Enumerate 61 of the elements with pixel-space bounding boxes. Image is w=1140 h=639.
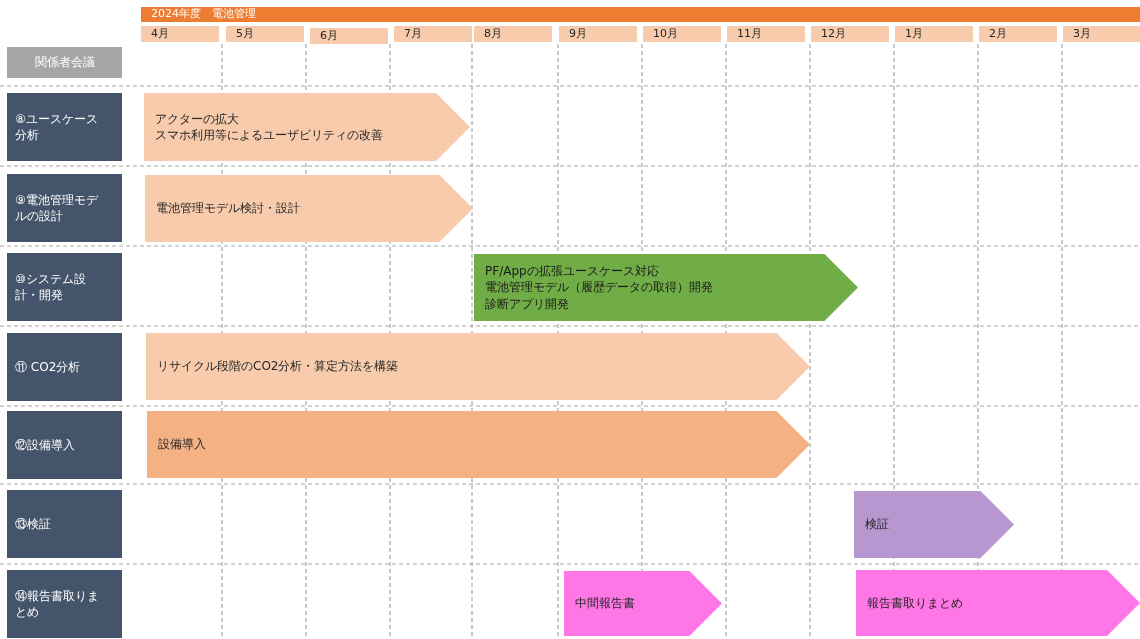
header-label: ⑪ CO2分析 xyxy=(15,358,81,376)
month-box xyxy=(979,26,1057,42)
row-header xyxy=(7,333,122,401)
task-label: PF/Appの拡張ユースケース対応 xyxy=(485,263,659,280)
task-bar xyxy=(145,175,473,242)
task-label: リサイクル段階のCO2分析・算定方法を構築 xyxy=(157,358,399,375)
month-label: 11月 xyxy=(737,26,762,42)
task-label: 中間報告書 xyxy=(575,595,635,612)
month-label: 5月 xyxy=(236,26,254,42)
header-label: ⑭報告書取りまとめ xyxy=(15,587,100,621)
meeting-label: 関係者会議 xyxy=(34,54,95,71)
month-label: 12月 xyxy=(821,26,846,42)
month-box xyxy=(474,26,552,42)
month-label: 9月 xyxy=(569,26,587,42)
month-label: 2月 xyxy=(989,26,1007,42)
header-label: ⑩システム設計・開発 xyxy=(15,270,87,304)
month-label: 6月 xyxy=(320,28,338,44)
meeting-box xyxy=(7,47,122,78)
task-bar xyxy=(564,571,722,636)
header-label: ⑨電池管理モデルの設計 xyxy=(15,191,99,225)
header-label: ⑬検証 xyxy=(15,515,51,533)
header-label: ⑫設備導入 xyxy=(15,436,75,454)
month-box xyxy=(643,26,721,42)
task-label: 報告書取りまとめ xyxy=(867,594,963,612)
row-header xyxy=(7,490,122,558)
month-box xyxy=(559,26,637,42)
task-label: アクターの拡大 xyxy=(155,110,239,127)
row-header xyxy=(7,411,122,479)
month-box xyxy=(895,26,973,42)
task-bar xyxy=(854,491,1014,558)
month-label: 1月 xyxy=(905,26,923,42)
month-box xyxy=(394,26,472,42)
task-bar xyxy=(856,570,1140,636)
month-box xyxy=(727,26,805,42)
month-label: 3月 xyxy=(1073,26,1091,42)
month-box xyxy=(1063,26,1140,42)
month-label: 10月 xyxy=(653,26,678,42)
row-header xyxy=(7,253,122,321)
task-label: 設備導入 xyxy=(158,436,206,453)
month-box xyxy=(141,26,219,42)
title-bar xyxy=(141,7,1140,22)
row-header xyxy=(7,93,122,161)
task-label: 検証 xyxy=(865,516,889,533)
task-label: 電池管理モデル検討・設計 xyxy=(156,200,300,217)
row-header xyxy=(7,570,122,638)
title-text: 2024年度 電池管理 xyxy=(151,7,256,22)
task-label: スマホ利用等によるユーザビリティの改善 xyxy=(155,127,383,144)
month-box xyxy=(226,26,304,42)
task-label: 診断アプリ開発 xyxy=(485,295,569,312)
task-label: 電池管理モデル（履歴データの取得）開発 xyxy=(485,279,713,296)
row-header xyxy=(7,174,122,242)
month-label: 7月 xyxy=(404,26,422,42)
month-label: 4月 xyxy=(151,26,169,42)
task-bar xyxy=(147,411,810,478)
month-box xyxy=(310,28,388,44)
header-label: ⑧ユースケース分析 xyxy=(15,110,99,144)
task-bar xyxy=(144,93,470,161)
task-bar xyxy=(146,333,810,400)
month-label: 8月 xyxy=(484,26,502,42)
month-box xyxy=(811,26,889,42)
task-bar xyxy=(474,254,858,321)
